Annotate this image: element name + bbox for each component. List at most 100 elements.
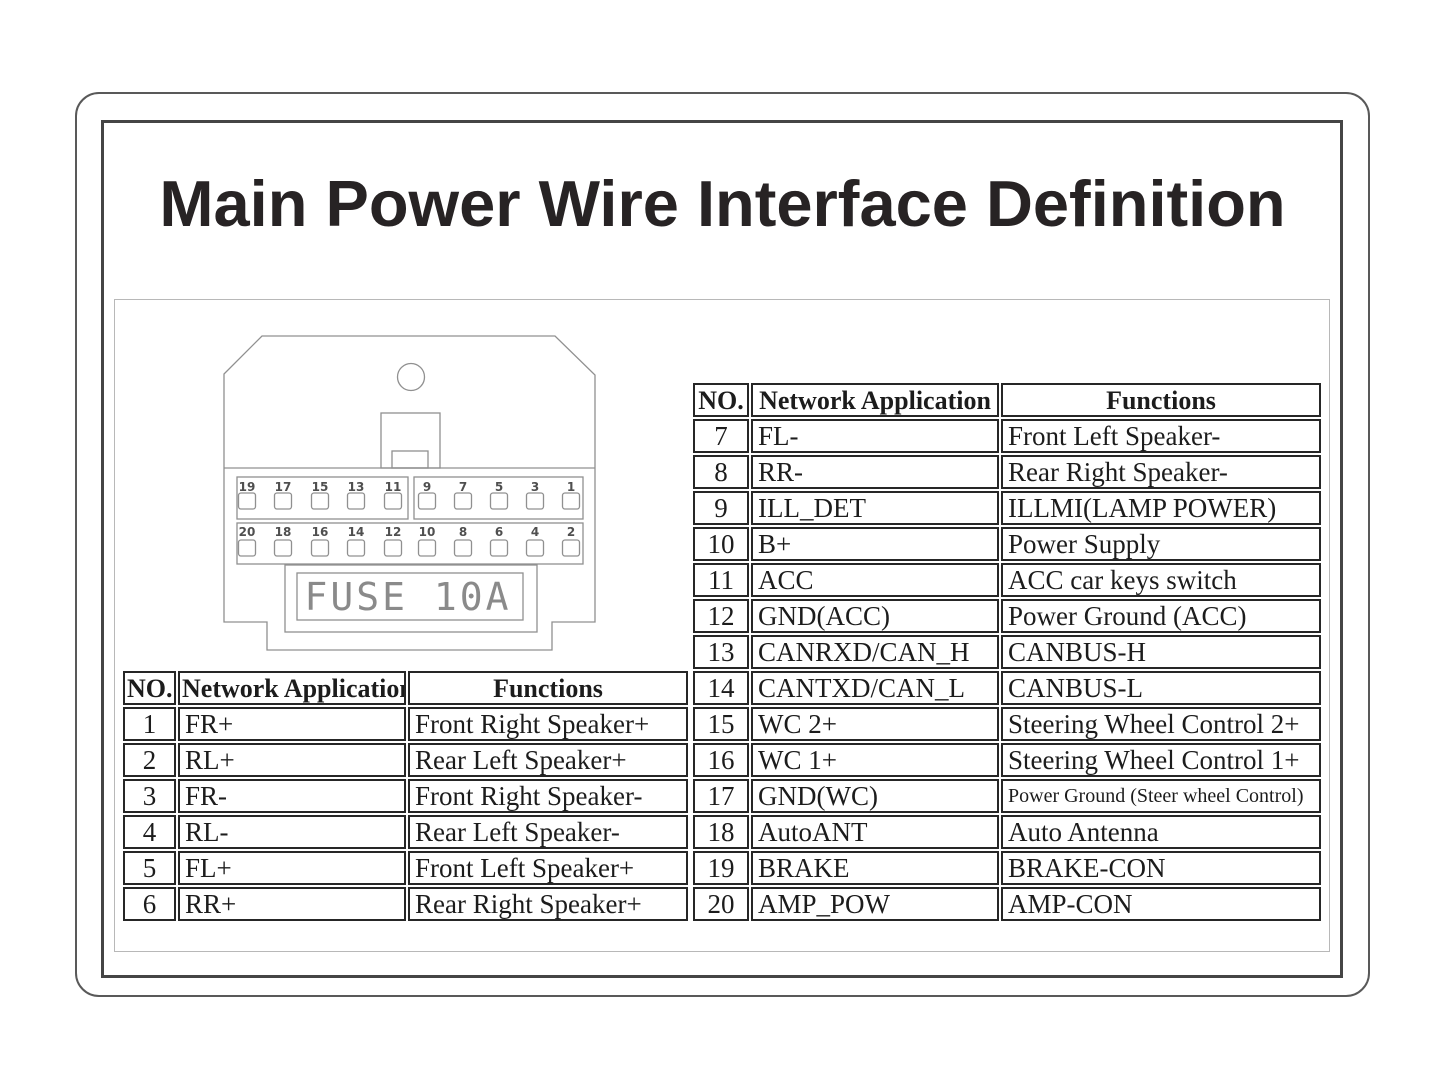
pin-9: 9 [417,480,437,510]
pin-number-cell: 1 [123,707,176,741]
pin-socket-icon [310,492,330,510]
pin-socket-icon [417,539,437,557]
pin-number-cell: 4 [123,815,176,849]
pin-15: 15 [310,480,330,510]
function-cell: AMP-CON [1001,887,1321,921]
pin-socket-icon [561,492,581,510]
pin-socket-icon [525,539,545,557]
column-header: NO. [693,383,749,417]
network-application-cell: GND(ACC) [751,599,999,633]
function-cell: ACC car keys switch [1001,563,1321,597]
function-cell: CANBUS-H [1001,635,1321,669]
pin-number-cell: 10 [693,527,749,561]
pin-socket-icon [525,492,545,510]
pin-number-label: 2 [567,525,575,539]
pin-6: 6 [489,525,509,557]
pin-number-label: 6 [495,525,503,539]
pin-number-label: 19 [239,480,256,494]
pin-number-cell: 3 [123,779,176,813]
network-application-cell: RL- [178,815,406,849]
network-application-cell: FL+ [178,851,406,885]
pin-number-label: 4 [531,525,539,539]
pin-number-cell: 9 [693,491,749,525]
pin-17: 17 [273,480,293,510]
network-application-cell: BRAKE [751,851,999,885]
page-title: Main Power Wire Interface Definition [159,167,1286,240]
network-application-cell: CANRXD/CAN_H [751,635,999,669]
network-application-cell: FL- [751,419,999,453]
pin-socket-icon [273,492,293,510]
column-header: Functions [408,671,688,705]
network-application-cell: RR+ [178,887,406,921]
function-cell: ILLMI(LAMP POWER) [1001,491,1321,525]
pin-number-label: 10 [419,525,436,539]
network-application-cell: CANTXD/CAN_L [751,671,999,705]
pin-number-label: 9 [423,480,431,494]
column-header: NO. [123,671,176,705]
network-application-cell: FR- [178,779,406,813]
inner-border [101,120,1343,978]
network-application-cell: B+ [751,527,999,561]
function-cell: BRAKE-CON [1001,851,1321,885]
pin-socket-icon [489,539,509,557]
pin-socket-icon [383,492,403,510]
pin-row1-right-box [413,476,584,520]
pin-socket-icon [237,539,257,557]
network-application-cell: AutoANT [751,815,999,849]
network-application-cell: AMP_POW [751,887,999,921]
pin-socket-icon [237,492,257,510]
content-area-frame [114,299,1330,952]
function-cell: Rear Right Speaker+ [408,887,688,921]
screw-hole-icon [396,362,426,392]
column-header: Network Application [751,383,999,417]
pin-socket-icon [561,539,581,557]
pin-number-cell: 18 [693,815,749,849]
pin-number-label: 3 [531,480,539,494]
function-cell: Rear Right Speaker- [1001,455,1321,489]
function-cell: Power Ground (ACC) [1001,599,1321,633]
pin-number-label: 11 [385,480,402,494]
pin-18: 18 [273,525,293,557]
pin-number-cell: 14 [693,671,749,705]
pin-socket-icon [453,492,473,510]
function-cell: Front Right Speaker+ [408,707,688,741]
network-application-cell: RR- [751,455,999,489]
pin-14: 14 [346,525,366,557]
pin-socket-icon [453,539,473,557]
pin-number-label: 12 [385,525,402,539]
pin-number-cell: 19 [693,851,749,885]
network-application-cell: ILL_DET [751,491,999,525]
pin-number-cell: 12 [693,599,749,633]
pin-number-label: 1 [567,480,575,494]
pin-8: 8 [453,525,473,557]
pin-4: 4 [525,525,545,557]
fuse-outer-box [284,564,538,633]
pin-number-cell: 2 [123,743,176,777]
pin-number-label: 18 [275,525,292,539]
pin-number-cell: 6 [123,887,176,921]
outer-rounded-border [75,92,1370,997]
connector-key-notch [391,450,429,469]
pin-row2-box [236,522,584,565]
function-cell: Steering Wheel Control 1+ [1001,743,1321,777]
pin-number-label: 15 [312,480,329,494]
pin-number-label: 16 [312,525,329,539]
function-cell: Rear Left Speaker- [408,815,688,849]
